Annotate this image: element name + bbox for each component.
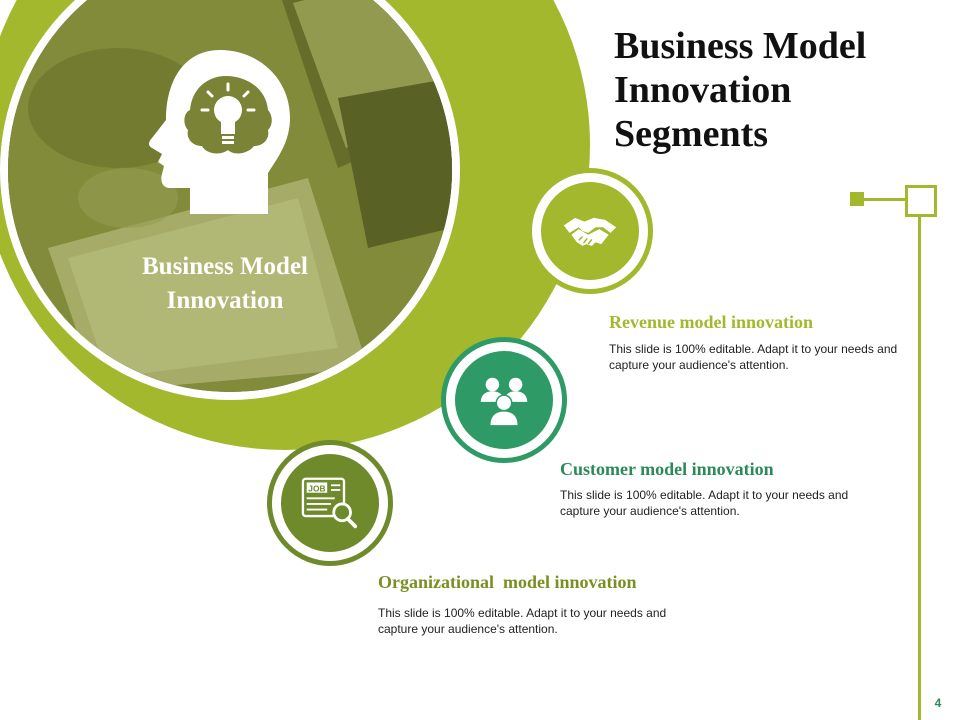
organizational-body: This slide is 100% editable. Adapt it to… xyxy=(378,606,667,636)
hero-label: Business Model Innovation xyxy=(141,253,308,314)
connector-small-square xyxy=(850,192,864,206)
organizational-heading: Organizational model innovation xyxy=(378,572,637,592)
revenue-badge xyxy=(527,168,653,294)
connector-vertical-line xyxy=(918,215,921,720)
revenue-body: This slide is 100% editable. Adapt it to… xyxy=(609,342,898,372)
user-group-icon xyxy=(455,351,553,449)
job-search-icon: JOB xyxy=(281,454,379,552)
job-label: JOB xyxy=(308,483,325,493)
revenue-heading: Revenue model innovation xyxy=(609,312,814,332)
page-number: 4 xyxy=(934,696,942,710)
customer-heading: Customer model innovation xyxy=(560,459,774,479)
connector-outline-square xyxy=(905,185,937,217)
handshake-icon xyxy=(541,182,639,280)
customer-body: This slide is 100% editable. Adapt it to… xyxy=(560,488,849,518)
customer-badge xyxy=(441,337,567,463)
connector-horizontal-line xyxy=(860,198,910,201)
head-lightbulb-icon xyxy=(148,48,298,216)
slide-title: Business Model Innovation Segments xyxy=(614,25,867,155)
organizational-badge: JOB xyxy=(267,440,393,566)
